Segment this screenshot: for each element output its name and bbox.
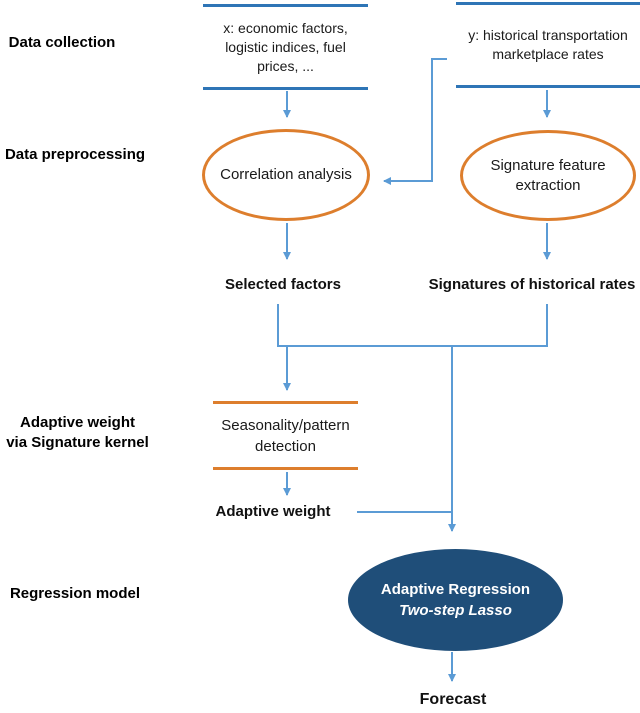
stage-label-data-collection: Data collection xyxy=(8,34,116,51)
seasonality-detection-box: Seasonality/pattern detection xyxy=(213,401,358,470)
stage-label-regression-model: Regression model xyxy=(9,585,141,602)
adaptive-regression-line1: Adaptive Regression xyxy=(380,581,531,598)
adaptive-regression-ellipse: Adaptive Regression Two-step Lasso xyxy=(348,549,563,651)
stage-label-adaptive-weight: Adaptive weight via Signature kernel xyxy=(0,413,155,453)
arrow-ybox-to-correlation-elbow xyxy=(383,58,447,185)
seasonality-detection-text: Seasonality/pattern detection xyxy=(221,416,350,455)
signature-extraction-ellipse: Signature feature extraction xyxy=(460,130,636,221)
adaptive-weight-label: Adaptive weight xyxy=(215,503,331,520)
correlation-analysis-text: Correlation analysis xyxy=(220,166,352,183)
stage-label-data-preprocessing: Data preprocessing xyxy=(4,146,146,163)
y-input-box: y: historical transportation marketplace… xyxy=(456,2,640,88)
x-input-box-text: x: economic factors, logistic indices, f… xyxy=(223,19,348,74)
signature-extraction-text: Signature feature extraction xyxy=(490,156,606,194)
y-input-box-text: y: historical transportation marketplace… xyxy=(468,27,628,62)
stage-label-adaptive-weight-line1: Adaptive weight xyxy=(19,414,135,431)
selected-factors-label: Selected factors xyxy=(225,276,341,293)
historical-signatures-label: Signatures of historical rates xyxy=(428,276,636,293)
adaptive-regression-line2: Two-step Lasso xyxy=(399,602,512,619)
x-input-box: x: economic factors, logistic indices, f… xyxy=(203,4,368,90)
stage-label-adaptive-weight-line2: via Signature kernel xyxy=(6,434,149,451)
correlation-analysis-ellipse: Correlation analysis xyxy=(202,129,370,221)
forecast-label: Forecast xyxy=(419,691,487,708)
